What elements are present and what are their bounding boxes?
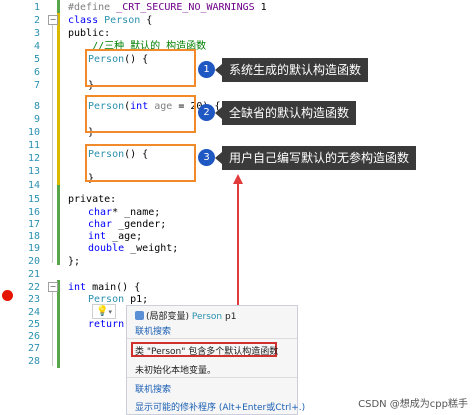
line-number: 11 <box>27 140 40 151</box>
code-line: }; <box>68 256 81 267</box>
code-line: } <box>88 173 95 184</box>
line-number: 19 <box>27 243 40 254</box>
code-line: class Person { <box>68 15 153 26</box>
line-number: 14 <box>27 180 40 191</box>
watermark: CSDN @想成为cpp糕手 <box>358 399 468 410</box>
quick-action-button[interactable]: 💡▾ <box>92 304 116 319</box>
line-number: 3 <box>33 28 40 39</box>
code-comment: //三种 默认的 构造函数 <box>68 41 207 52</box>
line-number: 22 <box>27 282 40 293</box>
line-number: 13 <box>27 166 40 177</box>
error-highlight-box <box>131 342 277 357</box>
online-search-link[interactable]: 联机搜索 <box>135 385 172 395</box>
callout-number-badge: 1 <box>198 61 215 78</box>
lightbulb-icon: 💡 <box>96 306 109 317</box>
line-number: 27 <box>27 343 40 354</box>
constructor-highlight-box <box>85 95 196 133</box>
warning-message: 未初始化本地变量。 <box>135 366 217 376</box>
code-line: #define _CRT_SECURE_NO_WARNINGS 1 <box>68 2 267 13</box>
line-number: 12 <box>27 153 40 164</box>
line-number: 21 <box>27 269 40 280</box>
change-marker <box>57 185 60 265</box>
code-line: char* _name; <box>88 207 161 218</box>
callout-number-badge: 2 <box>198 104 215 121</box>
line-number: 24 <box>27 307 40 318</box>
quick-info-popup: (局部变量) Person p1 联机搜索 类 "Person" 包含多个默认构… <box>126 305 305 415</box>
callout-label: 全缺省的默认构造函数 <box>214 101 357 125</box>
line-number: 26 <box>27 331 40 342</box>
breakpoint-icon[interactable] <box>2 290 13 301</box>
error-message: 类 "Person" 包含多个默认构造函数 <box>135 347 279 357</box>
line-number: 20 <box>27 256 40 267</box>
line-number: 7 <box>33 80 40 91</box>
code-line: Person() { <box>88 149 149 160</box>
line-number: 10 <box>27 127 40 138</box>
line-number: 25 <box>27 319 40 330</box>
code-line: int _age; <box>88 231 143 242</box>
line-number: 15 <box>27 194 40 205</box>
line-number: 18 <box>27 231 40 242</box>
line-number: 17 <box>27 219 40 230</box>
line-number: 5 <box>33 54 40 65</box>
code-line: private: <box>68 194 117 205</box>
code-line: Person() { <box>88 54 149 65</box>
line-number: 2 <box>33 15 40 26</box>
local-variable-icon <box>135 311 144 320</box>
line-number: 1 <box>33 2 40 13</box>
callout-number-badge: 3 <box>198 149 215 166</box>
change-marker <box>57 280 60 368</box>
change-marker <box>57 13 60 185</box>
line-number: 6 <box>33 67 40 78</box>
code-line: double _weight; <box>88 243 179 254</box>
callout-label: 用户自己编写默认的无参构造函数 <box>214 146 417 170</box>
line-number: 23 <box>27 294 40 305</box>
code-line: int main() { <box>68 282 141 293</box>
line-number: 28 <box>27 356 40 367</box>
popup-divider <box>127 377 297 378</box>
popup-header: (局部变量) Person p1 <box>135 309 236 322</box>
fold-toggle[interactable]: − <box>48 282 58 292</box>
code-line: public: <box>68 28 111 39</box>
code-line: char _gender; <box>88 219 167 230</box>
fold-guide <box>52 292 53 366</box>
fold-toggle[interactable]: − <box>48 15 58 25</box>
line-number-gutter: 1 2 3 4 5 6 7 8 9 10 11 12 13 14 15 16 1… <box>0 0 46 413</box>
popup-divider <box>127 338 297 339</box>
constructor-highlight-box <box>85 49 196 87</box>
line-number: 8 <box>33 101 40 112</box>
line-number: 4 <box>33 41 40 52</box>
callout-label: 系统生成的默认构造函数 <box>214 58 369 82</box>
online-search-link[interactable]: 联机搜索 <box>135 327 172 337</box>
change-marker <box>57 0 60 13</box>
line-number: 16 <box>27 207 40 218</box>
show-fixes-link[interactable]: 显示可能的修补程序 (Alt+Enter或Ctrl+.) <box>135 403 306 413</box>
fold-guide <box>52 25 53 263</box>
code-line: Person p1; <box>88 294 149 305</box>
constructor-highlight-box <box>85 144 196 182</box>
line-number: 9 <box>33 114 40 125</box>
